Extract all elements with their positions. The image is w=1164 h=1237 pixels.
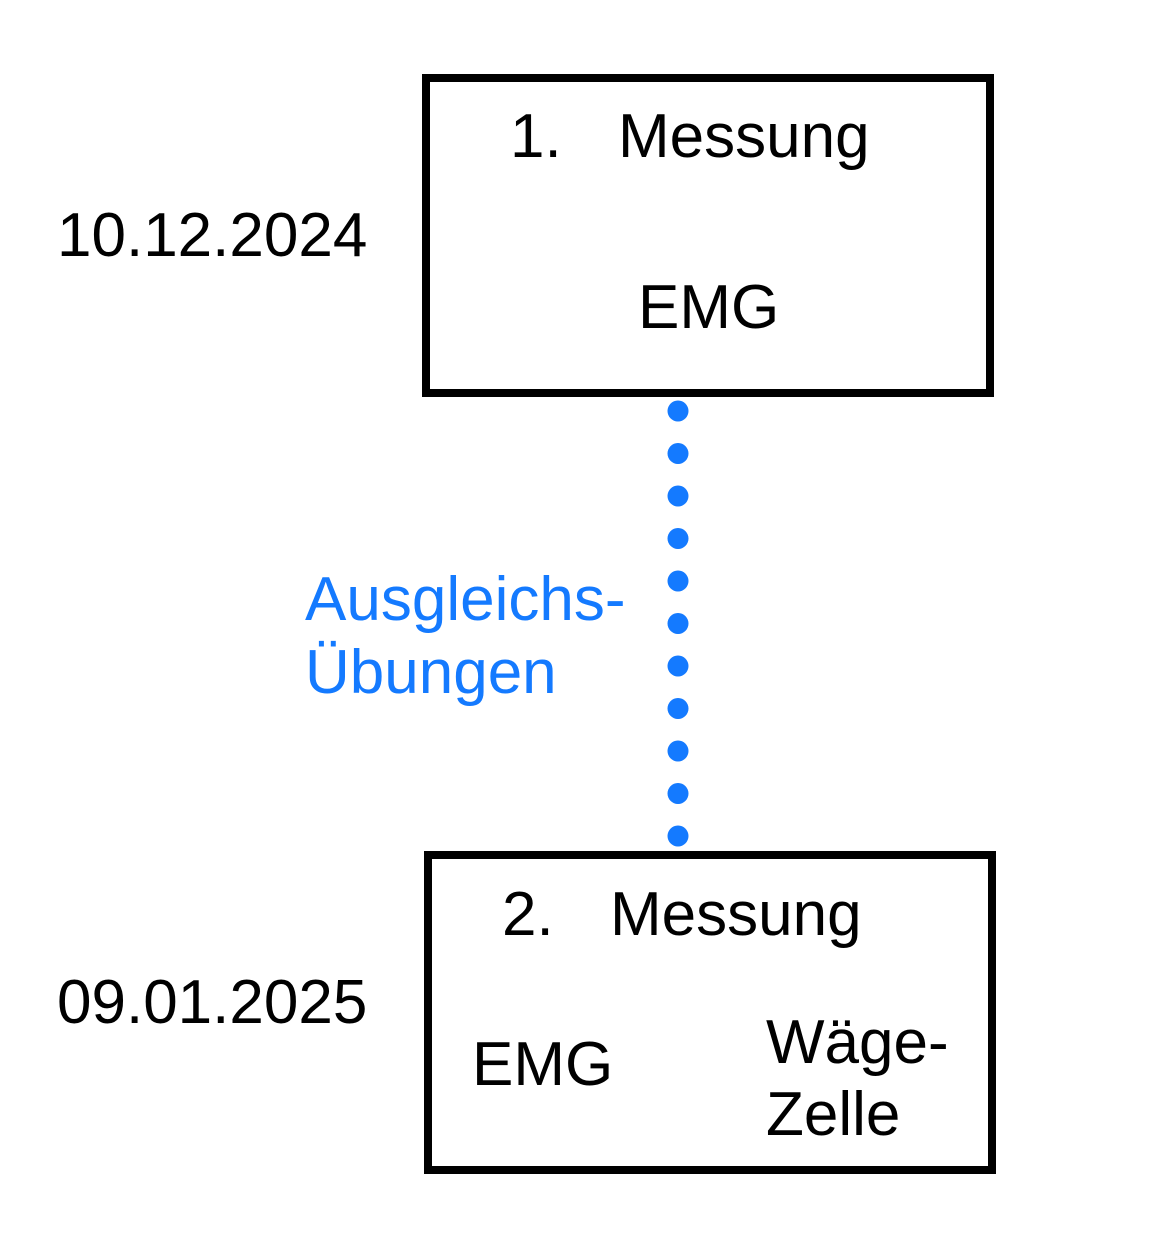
connector-dot	[667, 613, 689, 634]
connector-dot	[667, 740, 689, 762]
connector-dot	[667, 443, 689, 464]
measurement-1-date: 10.12.2024	[57, 201, 368, 270]
connector-label: Ausgleichs-Übungen	[305, 563, 625, 709]
measurement-1-title-text: Messung	[618, 102, 870, 171]
connector-dot	[667, 825, 689, 847]
measurement-2-emg: EMG	[472, 1030, 614, 1099]
connector-label-line-1: Ausgleichs-	[305, 565, 626, 634]
measurement-2-load-cell-line-1: Wäge-	[766, 1008, 949, 1077]
measurement-1-emg: EMG	[638, 273, 780, 342]
connector-dot	[667, 698, 689, 719]
connector-dot	[667, 655, 689, 677]
measurement-1-box: 1.Messung EMG	[422, 74, 994, 397]
measurement-2-number: 2.	[502, 880, 554, 949]
measurement-2-box: 2.Messung EMG Wäge-Zelle	[424, 851, 996, 1174]
connector-dot	[667, 400, 689, 422]
connector-dot	[667, 570, 689, 592]
measurement-2-date: 09.01.2025	[57, 968, 368, 1037]
measurement-2-load-cell-line-2: Zelle	[766, 1080, 901, 1149]
measurement-1-title: 1.Messung	[510, 106, 870, 168]
connector-dot	[667, 485, 689, 507]
measurement-2-load-cell: Wäge-Zelle	[766, 1007, 949, 1151]
measurement-1-number: 1.	[510, 102, 562, 171]
connector-dot	[667, 528, 689, 549]
measurement-2-title-text: Messung	[610, 880, 862, 949]
measurement-2-title: 2.Messung	[502, 884, 862, 946]
connector-dot	[667, 783, 689, 804]
connector-label-line-2: Übungen	[305, 638, 557, 707]
